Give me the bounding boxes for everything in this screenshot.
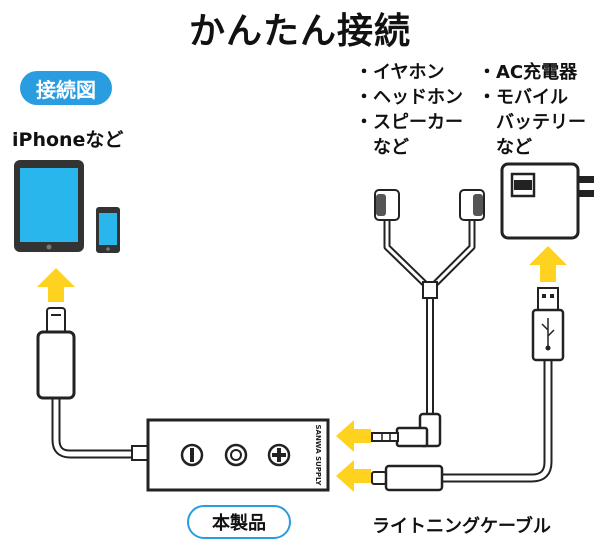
page-title: かんたん接続: [188, 11, 411, 52]
product-brand: SANWA SUPPLY: [314, 424, 322, 486]
audio-device-list: ・イヤホン ・ヘッドホン ・スピーカー など: [355, 62, 463, 158]
cable-label: ライトニングケーブル: [372, 516, 551, 537]
left-arrow-audio: [336, 420, 371, 452]
tablet-icon: [14, 160, 84, 252]
ac-charger-icon: [500, 162, 594, 240]
product-label: 本製品: [187, 505, 291, 539]
adapter-product: SANWA SUPPLY: [131, 418, 330, 492]
earphones-icon: [374, 189, 485, 299]
phone-icon: [96, 207, 120, 253]
up-arrow-to-device: [37, 268, 75, 302]
audio-plug-icon: [371, 412, 442, 448]
lightning-plug-icon: [36, 307, 76, 400]
volume-down-button: [180, 443, 204, 467]
volume-up-button: [267, 443, 291, 467]
left-arrow-lightning: [336, 460, 371, 492]
connection-diagram-badge: 接続図: [20, 71, 112, 105]
play-button: [224, 443, 248, 467]
lightning-cable-plug-icon: [371, 464, 444, 492]
power-source-list: ・AC充電器 ・モバイル バッテリー など: [478, 62, 586, 158]
up-arrow-to-power: [529, 246, 567, 282]
usb-plug-icon: [531, 287, 565, 362]
device-label: iPhoneなど: [12, 129, 124, 151]
lightning-cable: [435, 355, 553, 483]
